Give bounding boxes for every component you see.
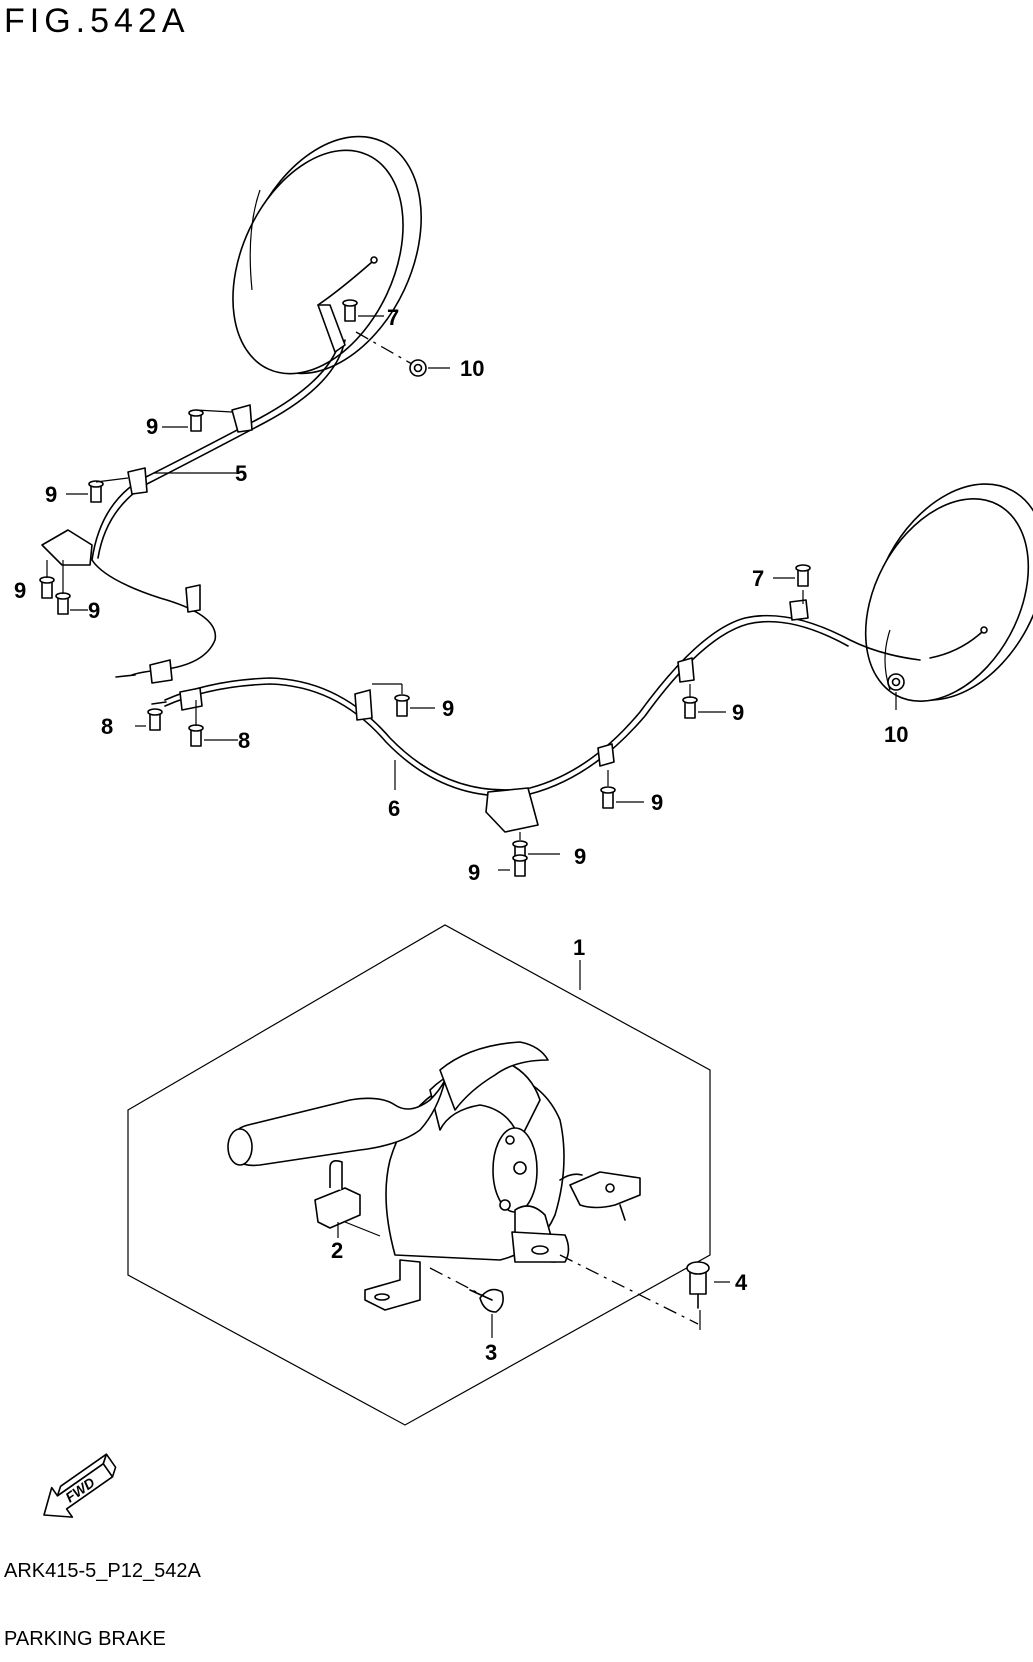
parking-brake-cable-right <box>151 599 921 833</box>
figure-title: FIG.542A <box>4 2 190 40</box>
footer-section-name: PARKING BRAKE <box>4 1628 166 1650</box>
callout-10: 10 <box>460 356 484 381</box>
callout-10: 10 <box>884 722 908 747</box>
callout-1: 1 <box>573 935 585 960</box>
callout-8: 8 <box>101 714 113 739</box>
callout-numbers: 7 10 9 5 9 9 9 8 8 9 6 9 9 9 7 9 10 1 2 … <box>14 305 908 1365</box>
callout-9: 9 <box>14 578 26 603</box>
callout-9: 9 <box>468 860 480 885</box>
footer-reference-code: ARK415-5_P12_542A <box>4 1560 201 1582</box>
parking-brake-lever <box>227 1041 641 1311</box>
fwd-arrow-icon: FWD <box>43 1453 117 1518</box>
callout-9: 9 <box>442 696 454 721</box>
callout-9: 9 <box>88 598 100 623</box>
callout-2: 2 <box>331 1238 343 1263</box>
callout-5: 5 <box>235 461 247 486</box>
callout-9: 9 <box>574 844 586 869</box>
left-brake-drum <box>232 135 422 375</box>
bolt-4 <box>686 1261 710 1309</box>
callout-6: 6 <box>388 796 400 821</box>
lever-assembly-box <box>127 924 711 1426</box>
bolt-3 <box>469 1288 504 1313</box>
callout-4: 4 <box>735 1270 748 1295</box>
leader-lines <box>46 315 897 871</box>
callout-9: 9 <box>45 482 57 507</box>
assembly-leader-lines <box>337 1221 730 1338</box>
callout-7: 7 <box>387 305 399 330</box>
bolts <box>39 299 905 877</box>
callout-7: 7 <box>752 566 764 591</box>
right-brake-drum <box>864 483 1033 702</box>
callout-9: 9 <box>651 790 663 815</box>
callout-9: 9 <box>146 414 158 439</box>
callout-9: 9 <box>732 700 744 725</box>
callout-8: 8 <box>238 728 250 753</box>
parking-brake-cable-left <box>41 304 346 684</box>
callout-3: 3 <box>485 1340 497 1365</box>
